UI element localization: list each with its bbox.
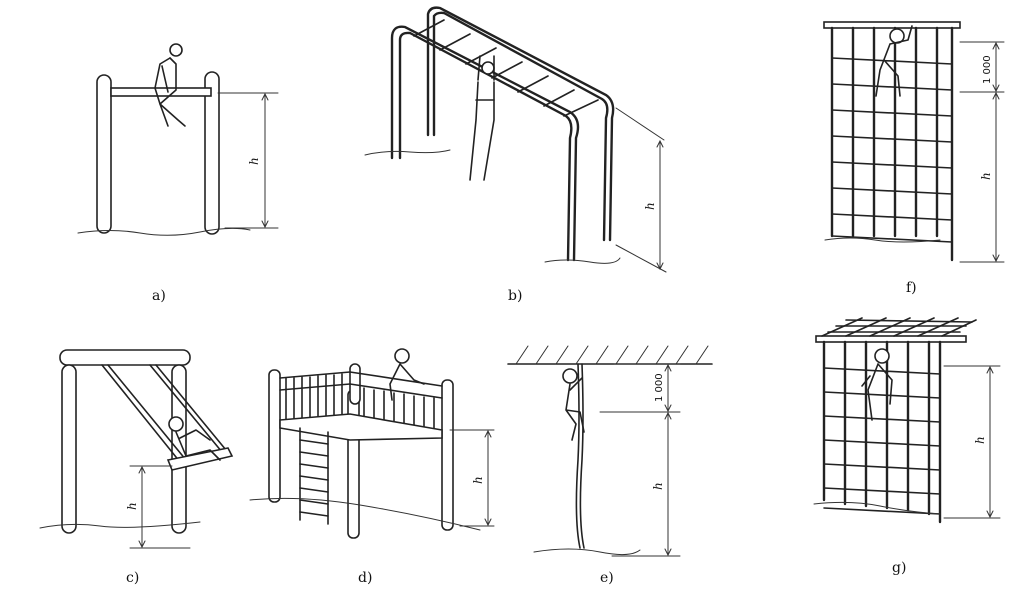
panel-g: h g) [813,317,1001,576]
label-d: d) [358,570,372,586]
panel-f: 1 000 h f) [823,21,1005,296]
label-c: c) [126,570,139,586]
swing-seat [166,447,234,471]
ladder [299,427,329,525]
g-horizontals [823,367,941,515]
person-on-platform [389,348,425,401]
front-frame [390,25,580,262]
dim-h-e: h [651,482,665,490]
person-swinging [168,416,221,461]
label-b: b) [508,288,522,304]
horizontal-bar [110,87,212,97]
platform-deck [279,413,443,441]
post-left [96,74,112,234]
grid-verticals [830,26,939,238]
top-bar [823,21,961,29]
panel-b: h b) [364,6,667,304]
top-net [821,317,977,337]
label-g: g) [892,560,906,576]
dim-h-d: h [471,476,485,484]
label-f: f) [906,280,917,296]
swing-post-left [61,364,77,534]
dim-1000-f: 1 000 [982,55,993,84]
g-top-bar [815,335,967,343]
swing-beam [59,349,191,366]
person-hanging [469,55,495,181]
back-frame [426,6,615,242]
person-climbing-rope [562,368,585,441]
rope [575,363,581,549]
person-figure [154,43,186,127]
post-right [204,71,220,235]
g-verticals [822,340,931,516]
person-climbing-g [861,348,893,421]
dim-1000-e: 1 000 [654,373,665,402]
ceiling-hatch [515,345,709,365]
dim-h-g: h [973,436,987,444]
rungs [413,19,599,117]
swing-post-right [171,364,187,534]
dim-h-a: h [247,157,261,165]
panel-c: h c) [39,349,234,586]
panel-a: h a) [77,43,279,304]
person-climbing [875,25,913,97]
swing-chains [101,364,227,463]
label-e: e) [600,570,614,586]
dim-h-b: h [643,202,657,210]
railing [279,371,443,399]
panel-e: 1 000 h e) [507,345,713,586]
panel-d: h d) [249,348,495,586]
label-a: a) [152,288,166,304]
grid-horizontals [831,57,953,243]
dim-h-f: h [979,172,993,180]
dim-h-c: h [125,502,139,510]
